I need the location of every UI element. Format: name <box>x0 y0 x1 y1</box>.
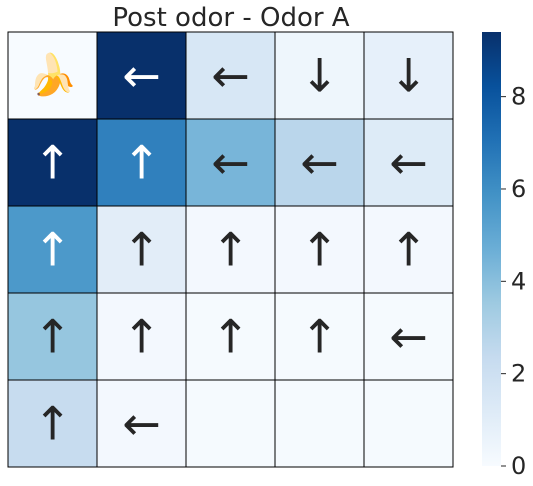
heatmap-cell-r0-c0 <box>7 31 98 120</box>
arrow-left-icon: ← <box>211 49 250 103</box>
arrow-up-icon: ↑ <box>300 223 339 277</box>
arrow-up-icon: ↑ <box>389 223 428 277</box>
heatmap-grid: 🍌 ← ← ↓ ↓ ↑ ↑ ← ← ← ↑ ↑ ↑ ↑ ↑ ↑ ↑ ↑ ↑ ← ↑ ← <box>7 31 454 468</box>
heatmap-cell-r2-c1 <box>96 205 187 294</box>
arrow-left-icon: ← <box>389 310 428 364</box>
heatmap-cell-r3-c0 <box>7 292 98 381</box>
arrow-left-icon: ← <box>211 136 250 190</box>
heatmap-cell-r2-c2 <box>185 205 276 294</box>
arrow-up-icon: ↑ <box>211 310 250 364</box>
colorbar-gradient <box>482 32 501 466</box>
colorbar-tick-label: 6 <box>511 175 526 203</box>
chart-title: Post odor - Odor A <box>112 3 349 33</box>
heatmap-cell-r3-c2 <box>185 292 276 381</box>
heatmap-cell-r4-c3 <box>274 379 365 468</box>
arrow-up-icon: ↑ <box>122 136 161 190</box>
colorbar-tick-label: 8 <box>511 83 526 111</box>
heatmap-cell-r0-c3 <box>274 31 365 120</box>
arrow-up-icon: ↑ <box>300 310 339 364</box>
arrow-left-icon: ← <box>122 397 161 451</box>
colorbar-tick-label: 4 <box>511 267 526 295</box>
heatmap-cell-r3-c3 <box>274 292 365 381</box>
arrow-up-icon: ↑ <box>211 223 250 277</box>
arrow-up-icon: ↑ <box>33 310 72 364</box>
heatmap-cell-r2-c3 <box>274 205 365 294</box>
heatmap-cell-r1-c0 <box>7 118 98 207</box>
arrow-down-icon: ↓ <box>300 49 339 103</box>
arrow-left-icon: ← <box>389 136 428 190</box>
heatmap-cell-r4-c4 <box>363 379 454 468</box>
heatmap-cell-r3-c1 <box>96 292 187 381</box>
arrow-up-icon: ↑ <box>122 223 161 277</box>
arrow-down-icon: ↓ <box>389 49 428 103</box>
heatmap-cell-r2-c4 <box>363 205 454 294</box>
colorbar: 0 2 4 6 8 <box>482 32 526 480</box>
colorbar-tick-label: 0 <box>511 452 526 480</box>
arrow-up-icon: ↑ <box>33 136 72 190</box>
heatmap-cell-r1-c4 <box>363 118 454 207</box>
arrow-up-icon: ↑ <box>122 310 161 364</box>
arrow-up-icon: ↑ <box>33 397 72 451</box>
colorbar-tick-label: 2 <box>511 360 526 388</box>
heatmap-cell-r4-c1 <box>96 379 187 468</box>
arrow-left-icon: ← <box>300 136 339 190</box>
colorbar-ticks: 0 2 4 6 8 <box>501 83 526 480</box>
heatmap-cell-r0-c2 <box>185 31 276 120</box>
heatmap-cell-r0-c4 <box>363 31 454 120</box>
heatmap-cell-r3-c4 <box>363 292 454 381</box>
heatmap-cell-r0-c1 <box>96 31 187 120</box>
heatmap-cell-r1-c2 <box>185 118 276 207</box>
arrow-left-icon: ← <box>122 49 161 103</box>
heatmap-cell-r4-c2 <box>185 379 276 468</box>
heatmap-cell-r4-c0 <box>7 379 98 468</box>
arrow-up-icon: ↑ <box>33 223 72 277</box>
banana-icon: 🍌 <box>28 52 78 99</box>
